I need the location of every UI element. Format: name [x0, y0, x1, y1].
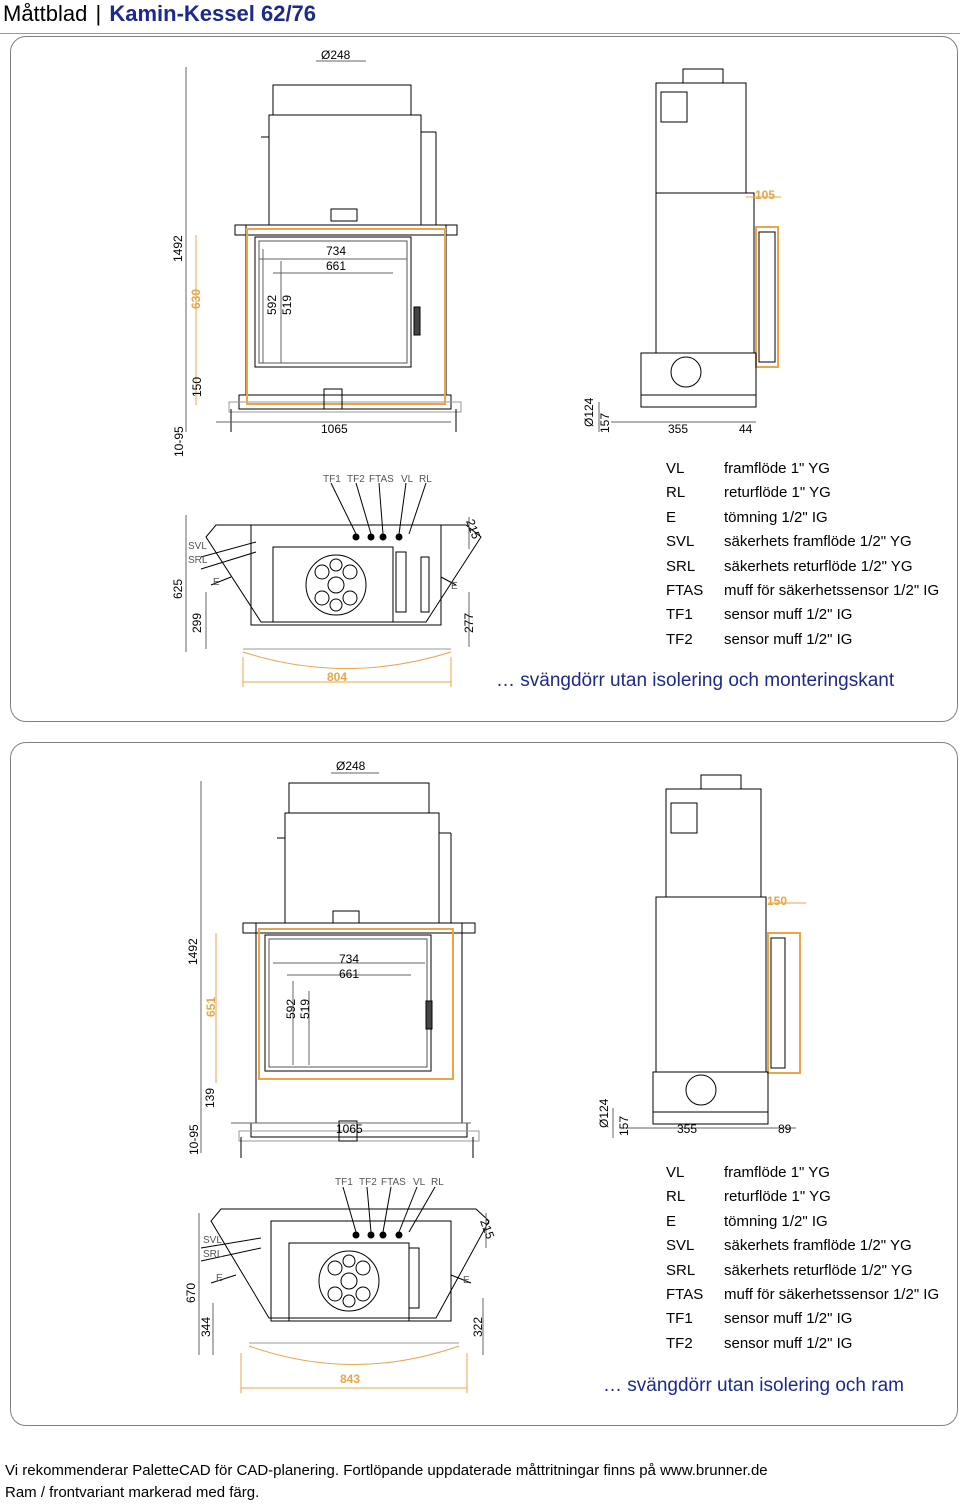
label-e-right: E: [451, 581, 458, 592]
dim-w661: 661: [339, 967, 359, 981]
title-product: Kamin-Kessel 62/76: [109, 1, 317, 26]
dim-h215: 215: [463, 517, 483, 541]
footer-frame-note: Ram / frontvariant markerad med färg.: [5, 1484, 260, 1501]
label-tf1: TF1: [323, 474, 341, 485]
dim-w150: 150: [767, 894, 787, 908]
dim-w1065: 1065: [336, 1122, 363, 1136]
dim-h592: 592: [284, 999, 298, 1019]
dim-h630: 630: [189, 289, 203, 309]
label-tf2: TF2: [347, 474, 365, 485]
dim-w157: 157: [617, 1116, 631, 1136]
drawing-panel-1-svg: Ø248 1492 630 734 661 592 519 150 1065 1…: [171, 48, 781, 687]
dim-w843: 843: [340, 1372, 360, 1386]
dim-h592: 592: [265, 295, 279, 315]
dim-d248: Ø248: [336, 759, 366, 773]
label-rl: RL: [419, 474, 432, 485]
front-view-1: [185, 60, 462, 432]
label-srl: SRL: [188, 555, 208, 566]
footer-note: Vi rekommenderar PaletteCAD för CAD-plan…: [5, 1462, 768, 1479]
label-ftas: FTAS: [369, 474, 394, 485]
dim-h519: 519: [280, 295, 294, 315]
dim-w157: 157: [598, 413, 612, 433]
variant-caption-1: … svängdörr utan isolering och montering…: [496, 670, 895, 691]
dim-w355: 355: [677, 1122, 697, 1136]
title-prefix: Måttblad: [3, 1, 88, 26]
label-rl: RL: [431, 1177, 444, 1188]
drawing-panel-2-svg: Ø248 1492 651 734 661 592 519 139 1065 1…: [184, 759, 806, 1393]
dim-h139: 139: [203, 1088, 217, 1108]
bottom-view-2: [198, 1186, 490, 1393]
side-view-1: [598, 68, 781, 432]
dim-w804: 804: [327, 670, 347, 684]
dim-w1065: 1065: [321, 422, 348, 436]
dim-h1492: 1492: [171, 235, 185, 262]
dim-d124: Ø124: [597, 1098, 611, 1128]
label-tf2: TF2: [359, 1177, 377, 1188]
label-svl: SVL: [188, 541, 207, 552]
dim-w89: 89: [778, 1122, 792, 1136]
dim-h299: 299: [190, 613, 204, 633]
dim-w44: 44: [739, 422, 753, 436]
dim-d248: Ø248: [321, 48, 351, 62]
dim-h519: 519: [298, 999, 312, 1019]
dim-h1095: 10-95: [172, 426, 186, 457]
label-vl: VL: [401, 474, 414, 485]
label-e-left: E: [216, 1273, 223, 1284]
label-e-left: E: [213, 577, 220, 588]
dim-w734: 734: [326, 244, 346, 258]
label-e-right: E: [463, 1275, 470, 1286]
dim-h1095: 10-95: [187, 1124, 201, 1155]
variant-caption-2: … svängdörr utan isolering och ram: [603, 1375, 904, 1396]
label-tf1: TF1: [335, 1177, 353, 1188]
label-srl: SRL: [203, 1249, 223, 1260]
dim-h344: 344: [199, 1317, 213, 1337]
dim-d124: Ø124: [582, 397, 596, 427]
label-vl: VL: [413, 1177, 426, 1188]
dim-w355: 355: [668, 422, 688, 436]
dim-h651: 651: [204, 997, 218, 1017]
dim-h150: 150: [190, 377, 204, 397]
bottom-view-1: [185, 482, 482, 687]
dim-h625: 625: [171, 579, 185, 599]
drawing-panel-2: Ø248 1492 651 734 661 592 519 139 1065 1…: [10, 742, 958, 1426]
drawing-panel-1: Ø248 1492 630 734 661 592 519 150 1065 1…: [10, 36, 958, 722]
dim-h322: 322: [471, 1317, 485, 1337]
front-view-2: [200, 772, 480, 1158]
dim-w734: 734: [339, 952, 359, 966]
dim-h1492: 1492: [186, 938, 200, 965]
label-ftas: FTAS: [381, 1177, 406, 1188]
dim-w661: 661: [326, 259, 346, 273]
side-view-2: [612, 774, 806, 1138]
dim-w105: 105: [755, 188, 775, 202]
dim-h277: 277: [462, 613, 476, 633]
title-separator: |: [95, 1, 102, 26]
page-title: Måttblad | Kamin-Kessel 62/76: [3, 0, 316, 30]
title-rule: [0, 33, 960, 34]
label-svl: SVL: [203, 1235, 222, 1246]
dim-h215: 215: [477, 1217, 497, 1241]
dim-h670: 670: [184, 1283, 198, 1303]
